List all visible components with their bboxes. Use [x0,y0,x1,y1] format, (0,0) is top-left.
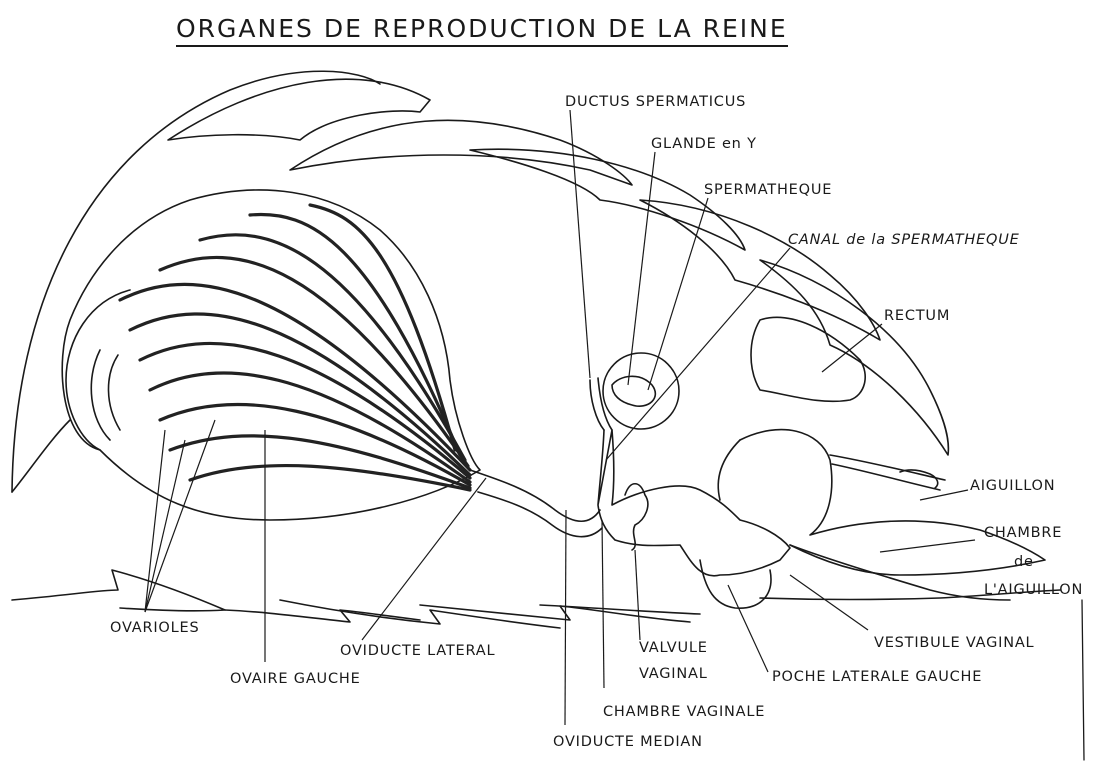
spermatheca-inner [612,376,655,406]
label-glande-en-y: GLANDE en Y [651,136,757,153]
label-chambre-de: de [1014,554,1034,571]
sternite-plate [420,605,690,622]
label-ovaire-gauche: OVAIRE GAUCHE [230,671,361,688]
label-rectum: RECTUM [884,308,950,325]
tergite-plate [640,200,880,340]
page-edge-line [1082,600,1084,760]
diagram-title: ORGANES DE REPRODUCTION DE LA REINE [176,14,788,47]
ovary-tip [66,290,130,450]
label-ovarioles: OVARIOLES [110,620,199,637]
label-l-aiguillon: L'AIGUILLON [984,582,1083,599]
tergite-plate [760,260,948,455]
sternite-plate [12,420,70,492]
sternite-plate [12,570,225,611]
vaginal-body [598,430,790,576]
label-oviducte-lateral: OVIDUCTE LATERAL [340,643,495,660]
label-vaginal: VAGINAL [639,666,708,683]
sternite-plate [225,610,420,622]
sting-lancet [790,545,1010,600]
tergite-plate [290,120,632,185]
label-ductus-spermaticus: DUCTUS SPERMATICUS [565,94,746,111]
label-chambre: CHAMBRE [984,525,1062,542]
label-chambre-vaginale: CHAMBRE VAGINALE [603,704,765,721]
label-canal-spermatheque: CANAL de la SPERMATHEQUE [788,232,1020,249]
label-valvule: VALVULE [639,640,708,657]
tergite-plate [168,79,430,140]
label-oviducte-median: OVIDUCTE MEDIAN [553,734,703,751]
label-poche-laterale-gauche: POCHE LATERALE GAUCHE [772,669,982,686]
label-spermatheque: SPERMATHEQUE [704,182,832,199]
label-aiguillon: AIGUILLON [970,478,1055,495]
abdomen-outline [12,71,380,492]
ovarioles-group [120,205,470,490]
ductus-spermaticus [590,378,612,430]
lateral-oviduct [470,470,602,537]
label-vestibule-vaginal: VESTIBULE VAGINAL [874,635,1034,652]
sting-chamber [718,440,740,500]
spermatheca [603,353,679,429]
rectum [751,317,865,401]
